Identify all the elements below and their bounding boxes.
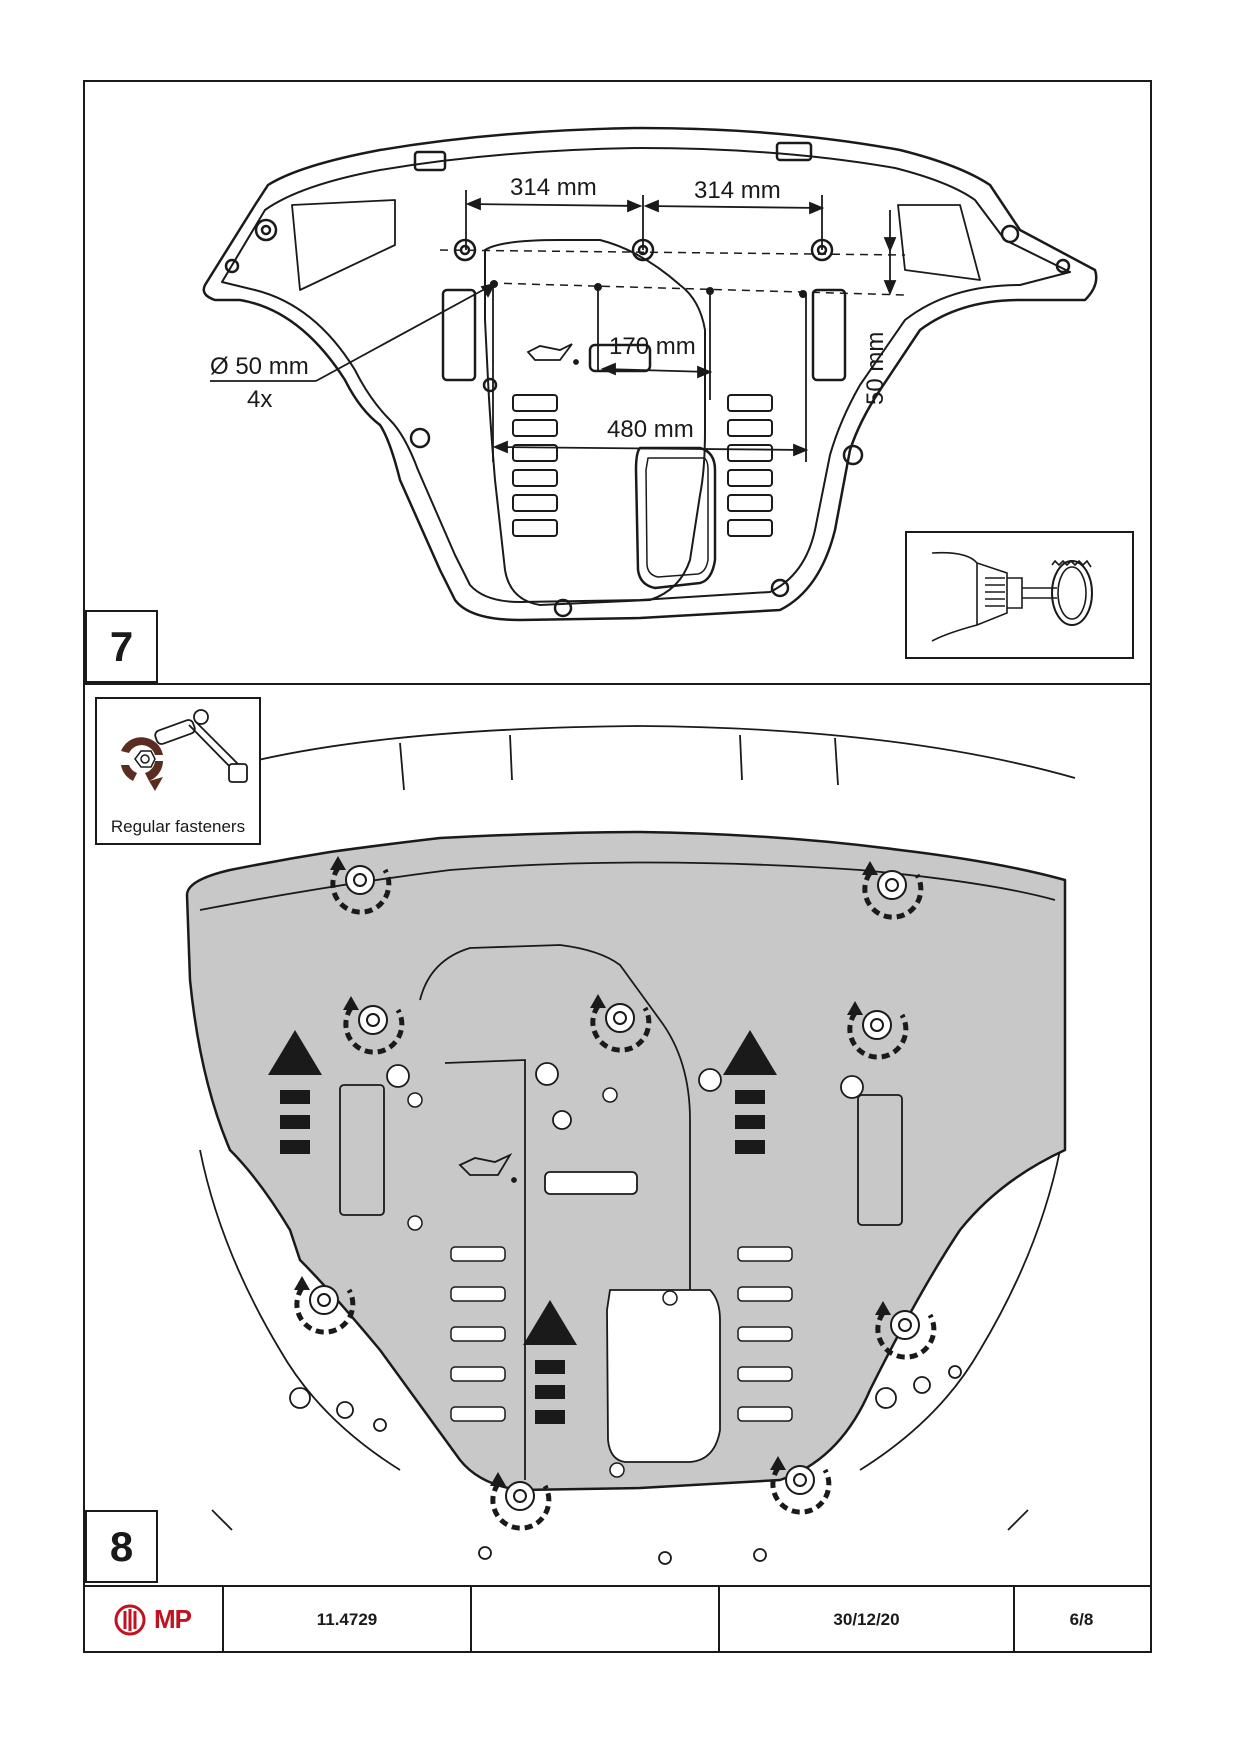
part-number: 11.4729 — [224, 1586, 472, 1653]
ratchet-wrench-icon — [121, 709, 248, 791]
hole-diameter-label: Ø 50 mm — [210, 353, 309, 380]
direction-arrows — [268, 1030, 777, 1424]
dim-50-vertical: 50 mm — [862, 332, 889, 405]
dim-314-left: 314 mm — [510, 174, 597, 201]
date: 30/12/20 — [720, 1586, 1015, 1653]
tool-caption: Regular fasteners — [110, 817, 246, 836]
page-number: 6/8 — [1069, 1609, 1094, 1629]
oil-can-icon — [526, 343, 579, 365]
dim-170: 170 mm — [609, 333, 696, 360]
mp-logo-icon — [114, 1604, 146, 1635]
step7-diagram: 314 mm 314 mm 170 mm 480 mm 50 mm Ø 50 m… — [202, 126, 1098, 622]
hole-count-label: 4x — [247, 386, 272, 413]
plate-outline — [202, 126, 1098, 622]
hole-saw-icon — [931, 551, 1093, 642]
step8-diagram — [185, 725, 1076, 1565]
step-separator — [83, 683, 1152, 685]
page-frame — [83, 80, 1152, 1653]
footer-logo-cell: MP — [83, 1586, 224, 1653]
logo-text: MP — [154, 1604, 192, 1634]
fasteners — [309, 865, 920, 1511]
footer-table: MP 11.4729 30/12/20 6/8 — [83, 1586, 1152, 1653]
tool-inset: Regular fasteners — [95, 697, 261, 845]
dim-480: 480 mm — [607, 416, 694, 443]
dim-314-right: 314 mm — [694, 177, 781, 204]
hole-saw-inset — [905, 531, 1134, 659]
blank-cell — [472, 1586, 720, 1653]
oil-can-icon — [458, 1152, 517, 1183]
step-8-number: 8 — [85, 1510, 158, 1583]
footer-separator — [83, 1585, 1152, 1587]
skid-plate — [185, 830, 1067, 1492]
step-7-number: 7 — [85, 610, 158, 683]
